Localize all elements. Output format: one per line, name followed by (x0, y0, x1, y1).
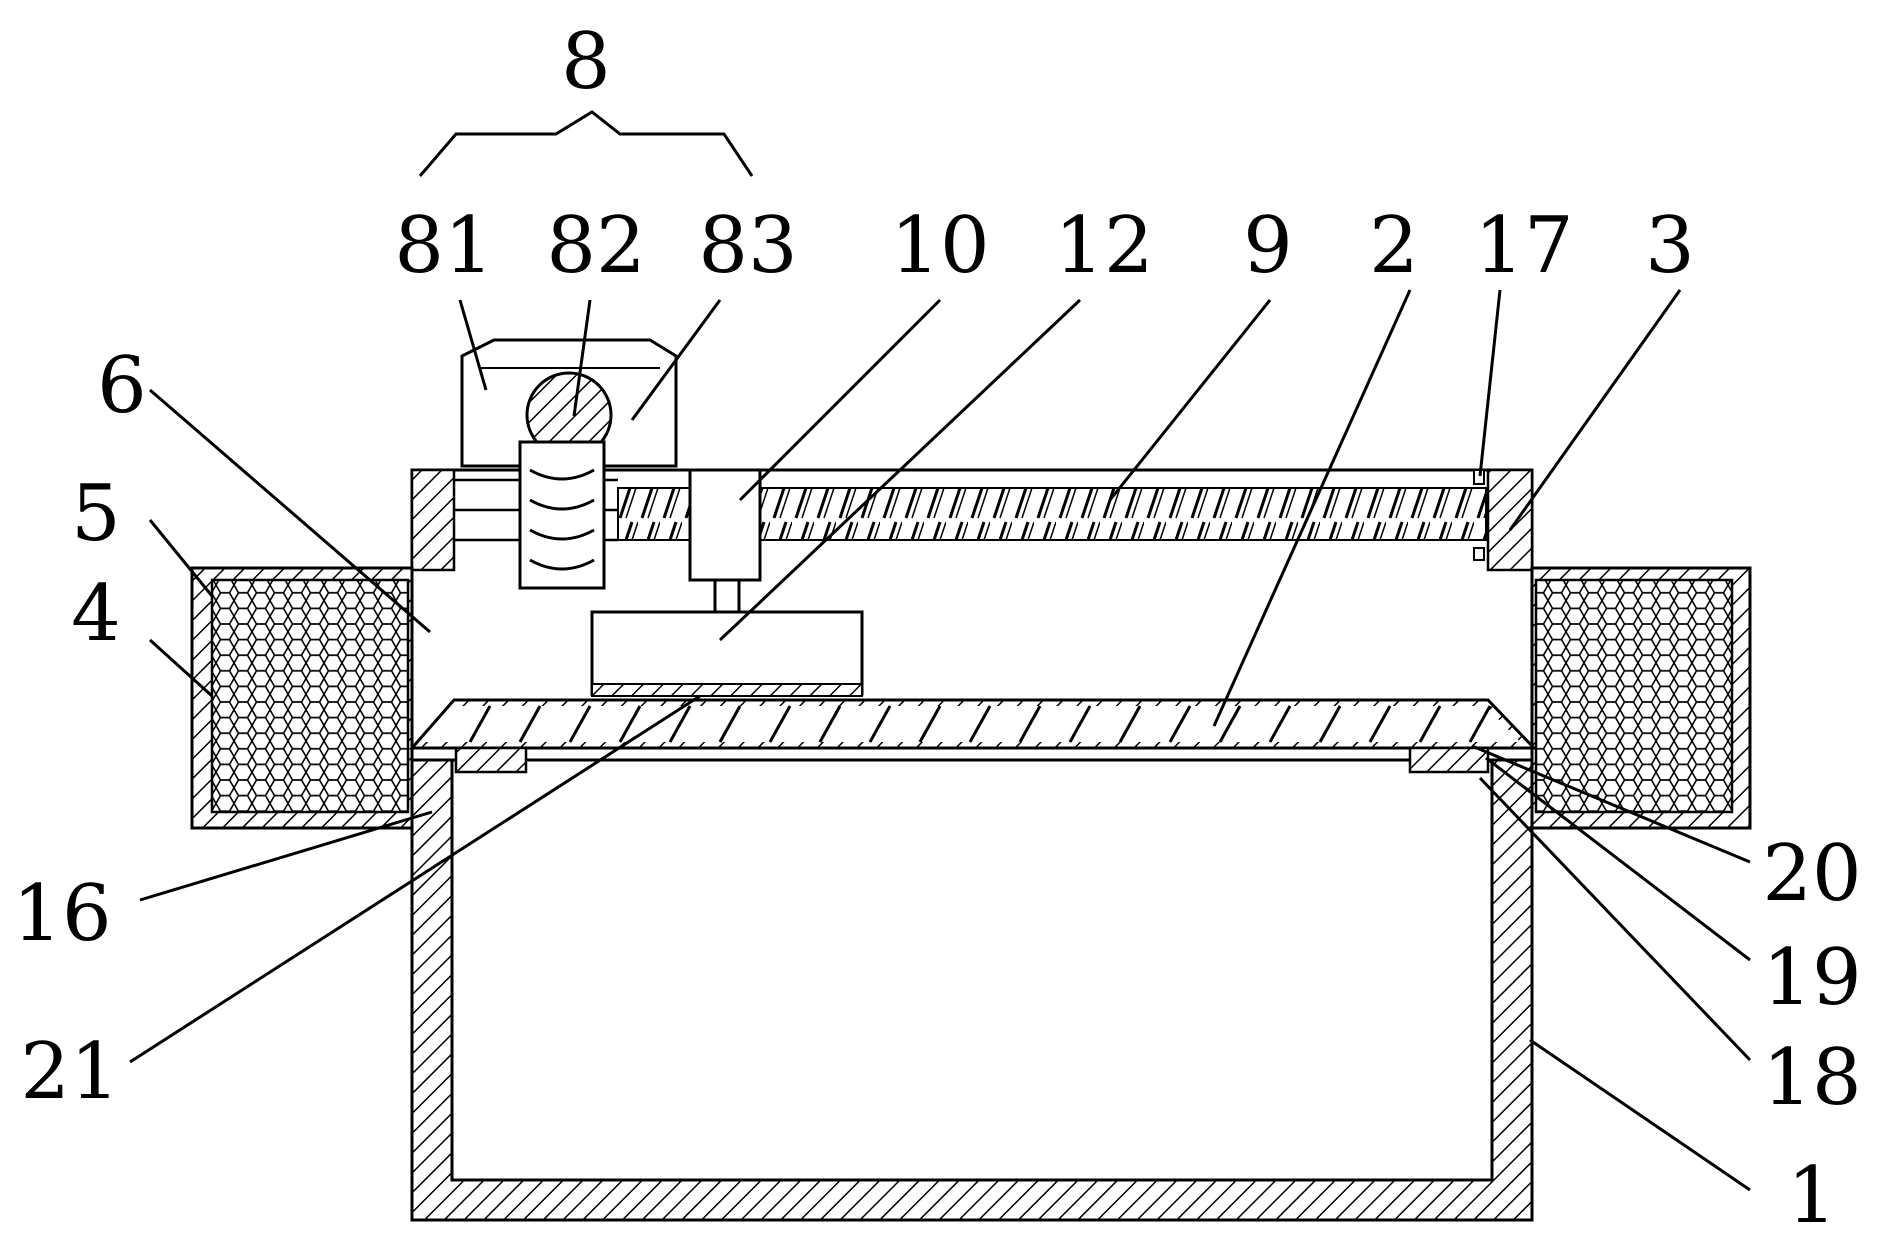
label-21: 21 (20, 1027, 119, 1117)
label-81: 81 (394, 201, 493, 291)
main-box (410, 758, 1534, 1222)
label-9: 9 (1243, 201, 1293, 291)
label-16: 16 (12, 869, 111, 959)
label-2: 2 (1369, 201, 1419, 291)
slider-block (590, 468, 864, 697)
label-4: 4 (71, 569, 121, 659)
label-12: 12 (1054, 201, 1153, 291)
label-18: 18 (1762, 1033, 1861, 1123)
left-filter-box (190, 566, 414, 830)
leader-lines (129, 289, 1752, 1192)
label-10: 10 (890, 201, 989, 291)
label-1: 1 (1787, 1151, 1837, 1235)
group-brace (418, 110, 754, 177)
callout-labels: 81 82 83 10 12 9 2 17 3 6 5 4 16 21 20 1… (12, 201, 1861, 1240)
label-83: 83 (698, 201, 797, 291)
group-label-8: 8 (561, 17, 611, 107)
label-82: 82 (546, 201, 645, 291)
screw-rod (454, 478, 1487, 542)
label-20: 20 (1762, 829, 1861, 919)
motor-assembly (460, 338, 678, 590)
right-filter-box (1530, 566, 1752, 830)
label-19: 19 (1762, 933, 1861, 1023)
label-3: 3 (1645, 201, 1695, 291)
right-small-parts (1473, 469, 1485, 561)
label-5: 5 (71, 469, 121, 559)
plate (408, 698, 1538, 774)
label-6: 6 (97, 341, 147, 431)
label-17: 17 (1474, 201, 1573, 291)
